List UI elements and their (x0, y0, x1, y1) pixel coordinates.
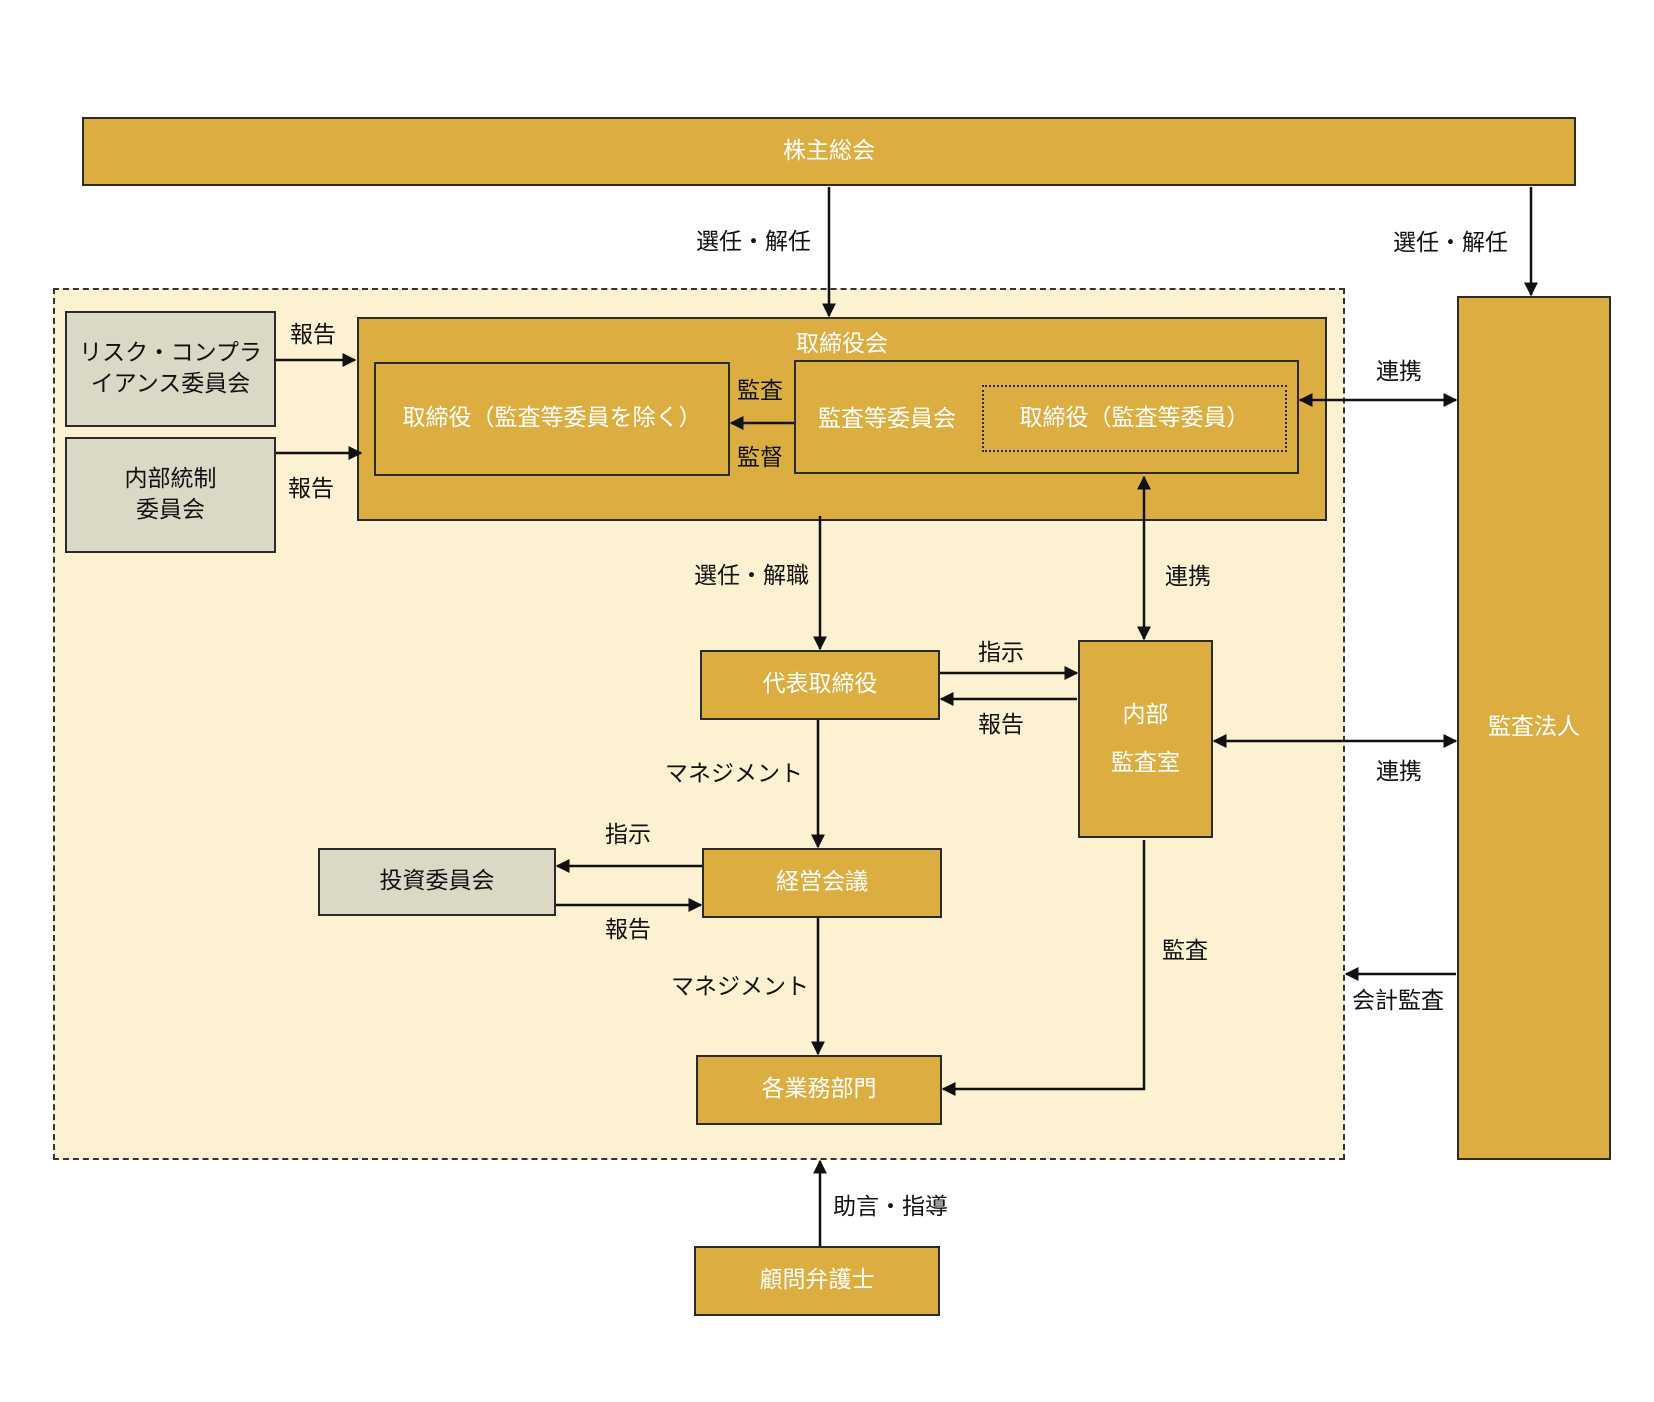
internal-control-label-2: 委員会 (136, 497, 205, 523)
internal-control-committee-box: 内部統制 委員会 (65, 437, 276, 553)
label-report-ceo: 報告 (978, 712, 1024, 738)
label-audit: 監査 (737, 378, 783, 404)
audit-corporation-box: 監査法人 (1457, 296, 1611, 1160)
directors-excluding-audit-box: 取締役（監査等委員を除く） (374, 362, 730, 476)
label-audit-departments: 監査 (1162, 938, 1208, 964)
internal-audit-office-box: 内部 監査室 (1078, 640, 1213, 838)
legal-advisor-box: 顧問弁護士 (694, 1246, 940, 1316)
label-instruct-investment: 指示 (605, 822, 651, 848)
label-elect-dismiss-board: 選任・解任 (696, 229, 811, 255)
label-supervise: 監督 (737, 445, 783, 471)
label-management-2: マネジメント (671, 974, 809, 1000)
shareholders-meeting-label: 株主総会 (783, 137, 875, 164)
internal-audit-label-2: 監査室 (1111, 750, 1180, 776)
directors-audit-member-label: 取締役（監査等委員） (1019, 404, 1250, 431)
label-accounting-audit: 会計監査 (1352, 988, 1444, 1014)
internal-control-label-1: 内部統制 (124, 465, 217, 492)
label-collab-auditor-board: 連携 (1376, 359, 1422, 385)
board-of-directors-label: 取締役会 (796, 331, 888, 357)
label-collab-auditor-internal: 連携 (1376, 759, 1422, 785)
investment-committee-label: 投資委員会 (379, 868, 495, 895)
management-meeting-label: 経営会議 (776, 869, 868, 896)
shareholders-meeting-box: 株主総会 (82, 117, 1576, 186)
directors-audit-member-box: 取締役（監査等委員） (982, 385, 1287, 452)
management-meeting-box: 経営会議 (702, 848, 942, 918)
business-departments-label: 各業務部門 (761, 1076, 877, 1103)
representative-director-box: 代表取締役 (700, 650, 940, 720)
business-departments-box: 各業務部門 (696, 1055, 942, 1125)
risk-compliance-label-1: リスク・コンプラ (79, 339, 262, 366)
directors-excluding-audit-label: 取締役（監査等委員を除く） (402, 405, 702, 432)
audit-corporation-label: 監査法人 (1488, 714, 1580, 741)
label-report-risk: 報告 (290, 322, 336, 348)
internal-audit-label-1: 内部 (1122, 701, 1169, 728)
risk-compliance-label-2: イアンス委員会 (90, 371, 251, 397)
risk-compliance-committee-box: リスク・コンプラ イアンス委員会 (65, 311, 276, 427)
label-management-1: マネジメント (665, 761, 803, 787)
audit-committee-label: 監査等委員会 (818, 406, 956, 432)
label-elect-dismiss-auditor: 選任・解任 (1393, 230, 1508, 256)
label-report-investment: 報告 (605, 917, 651, 943)
label-instruct-ceo: 指示 (978, 640, 1024, 666)
legal-advisor-label: 顧問弁護士 (759, 1267, 875, 1294)
label-advice-guidance: 助言・指導 (833, 1194, 948, 1220)
label-collab-board-internal: 連携 (1165, 564, 1211, 590)
investment-committee-box: 投資委員会 (318, 848, 556, 916)
audit-committee-box: 監査等委員会 (794, 360, 1299, 474)
label-elect-dismiss-ceo: 選任・解職 (694, 563, 809, 589)
representative-director-label: 代表取締役 (762, 671, 878, 698)
label-report-internal: 報告 (288, 476, 334, 502)
